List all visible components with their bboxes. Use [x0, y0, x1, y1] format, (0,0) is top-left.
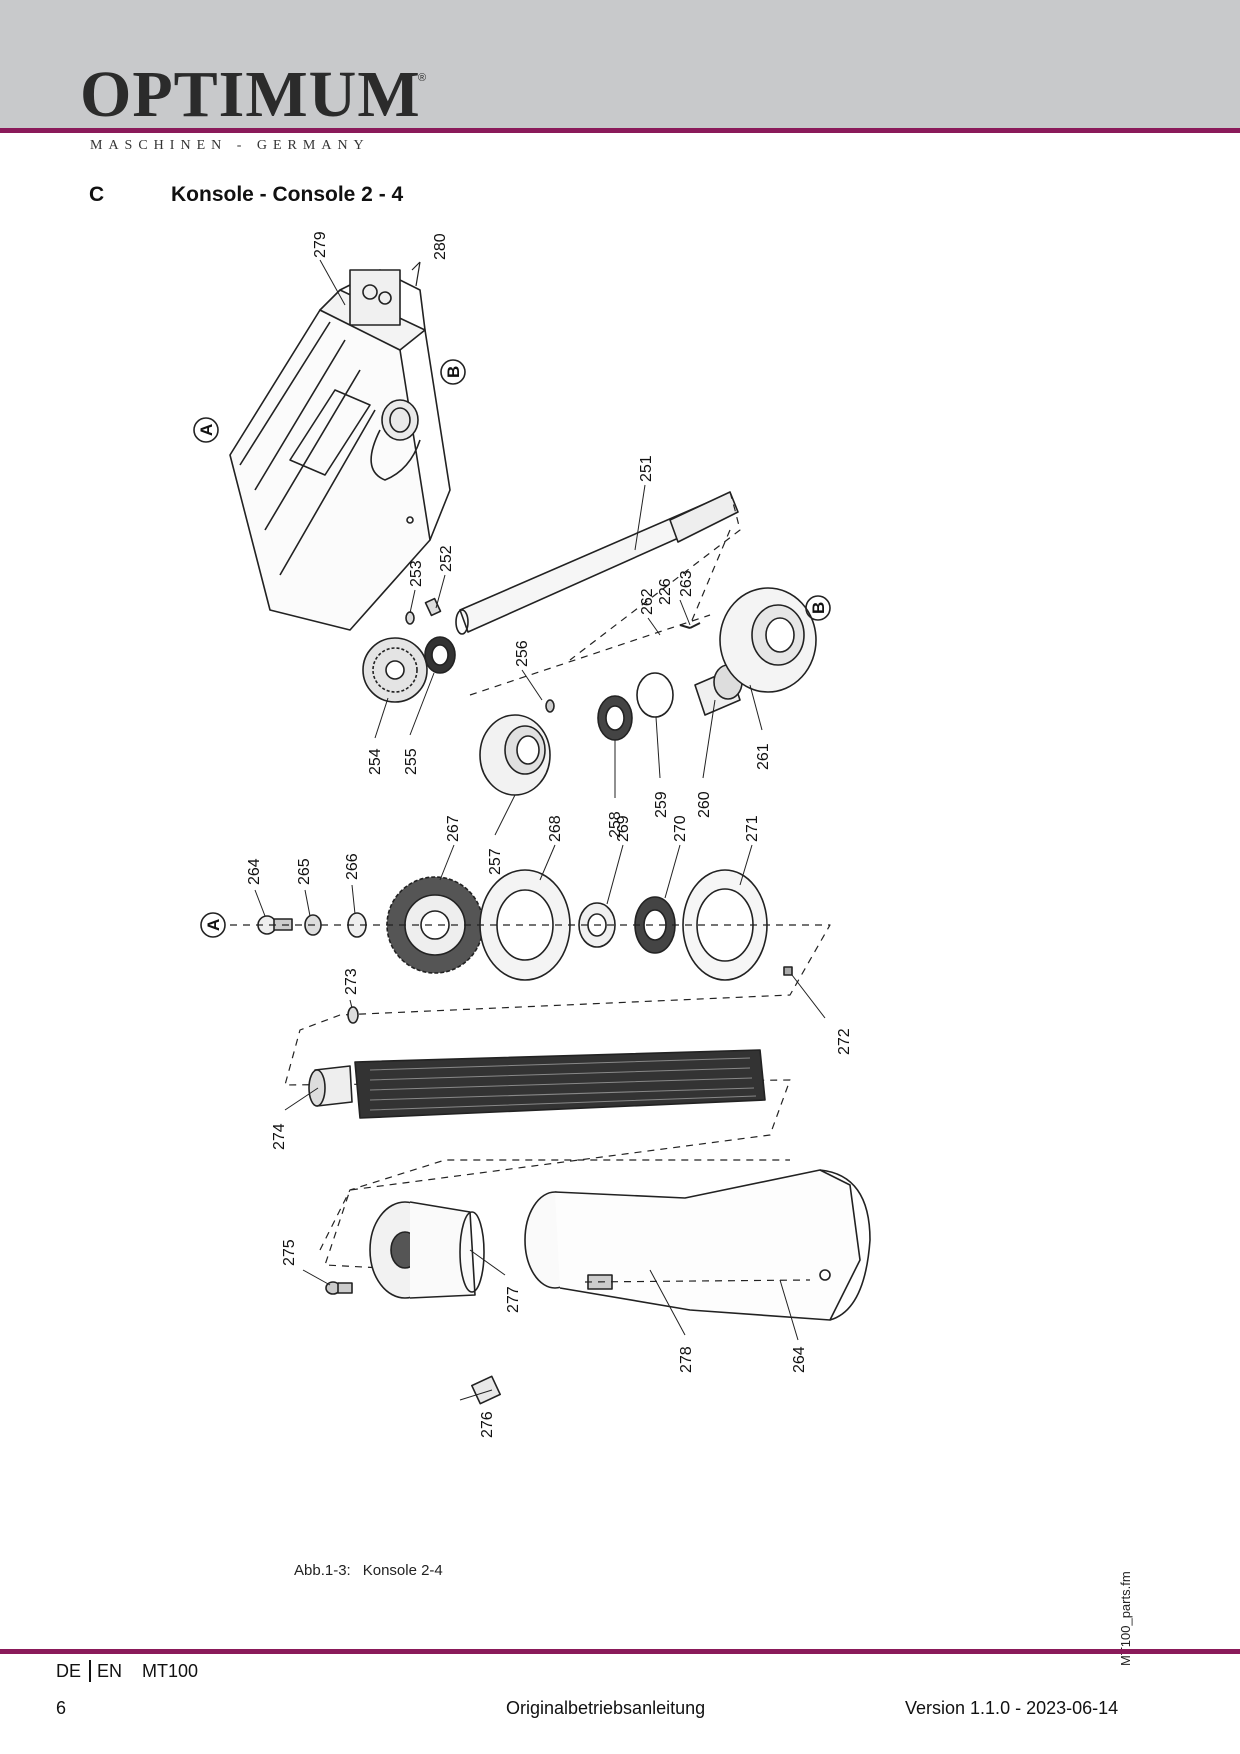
- part-label-259: 259: [653, 791, 670, 818]
- leader-lines: [254, 259, 826, 1401]
- part-label-264: 264: [246, 858, 263, 885]
- ref-letter-b-lower: B: [809, 602, 828, 614]
- ref-mark-a-lower: [200, 912, 226, 938]
- part-label-257: 257: [487, 848, 504, 875]
- footer-lang-en: EN: [97, 1661, 123, 1681]
- lead-screw-drawing: [308, 1049, 766, 1119]
- footer-page-number: 6: [56, 1698, 67, 1718]
- console-housing-drawing: [229, 261, 451, 631]
- part-label-256: 256: [514, 640, 531, 667]
- footer-rule: [0, 1649, 1240, 1654]
- part-label-255: 255: [403, 748, 420, 775]
- part-label-226: 226: [657, 578, 674, 605]
- part-label-254: 254: [367, 748, 384, 775]
- ref-mark-a-upper: [193, 417, 219, 443]
- footer-doc-type: Originalbetriebsanleitung: [506, 1698, 706, 1718]
- header-band: [0, 0, 1240, 128]
- part-label-268: 268: [547, 815, 564, 842]
- figure-caption: Abb.1-3: Konsole 2-4: [294, 1562, 443, 1579]
- exploded-parts-drawing: A B B A 279 280 251 252 253 254 255 256 …: [193, 231, 871, 1438]
- part-label-272: 272: [836, 1028, 853, 1055]
- ref-mark-b-lower: [805, 595, 831, 621]
- part-label-263: 263: [678, 570, 695, 597]
- part-label-273: 273: [343, 968, 360, 995]
- footer-model: MT100: [142, 1661, 199, 1681]
- part-label-280: 280: [432, 233, 449, 260]
- part-label-279: 279: [312, 231, 329, 258]
- part-label-260: 260: [696, 791, 713, 818]
- part-label-262: 262: [639, 588, 656, 615]
- part-label-253: 253: [408, 560, 425, 587]
- brand-tagline: MASCHINEN - GERMANY: [90, 138, 370, 153]
- figure-caption-name: Konsole 2-4: [362, 1562, 443, 1579]
- ref-letter-a-upper: A: [197, 424, 216, 436]
- part-label-275: 275: [281, 1239, 298, 1266]
- part-label-252: 252: [438, 545, 455, 572]
- part-label-258: 258: [607, 811, 624, 838]
- pinion-group-drawing: [362, 597, 456, 703]
- part-label-264-lower: 264: [791, 1346, 808, 1373]
- gear-row-drawing: [230, 869, 831, 1271]
- part-label-278: 278: [678, 1346, 695, 1373]
- footer-version: Version 1.1.0 - 2023-06-14: [905, 1698, 1119, 1718]
- upper-bearing-group-drawing: [469, 529, 817, 796]
- part-label-266: 266: [344, 853, 361, 880]
- brand-logo: OPTIMUM: [80, 58, 421, 131]
- part-label-270: 270: [672, 815, 689, 842]
- figure-caption-ref: Abb.1-3:: [294, 1562, 351, 1579]
- part-label-267: 267: [445, 815, 462, 842]
- header-rule: [0, 128, 1240, 133]
- lower-housing-drawing: [319, 1159, 871, 1405]
- registered-mark: ®: [418, 72, 427, 84]
- footer-lang-separator: [89, 1660, 91, 1682]
- footer-lang-de: DE: [56, 1661, 82, 1681]
- part-label-251: 251: [638, 455, 655, 482]
- section-title: Konsole - Console 2 - 4: [171, 183, 404, 206]
- section-letter: C: [89, 183, 105, 206]
- part-label-277: 277: [505, 1286, 522, 1313]
- part-label-265: 265: [296, 858, 313, 885]
- part-label-269: 269: [615, 815, 632, 842]
- ref-letter-b-upper: B: [444, 366, 463, 378]
- ref-letter-a-lower: A: [204, 919, 223, 931]
- part-label-276: 276: [479, 1411, 496, 1438]
- part-label-261: 261: [755, 743, 772, 770]
- part-label-274: 274: [271, 1123, 288, 1150]
- ref-mark-b-upper: [440, 359, 466, 385]
- part-label-271: 271: [744, 815, 761, 842]
- shaft-251-drawing: [455, 491, 741, 661]
